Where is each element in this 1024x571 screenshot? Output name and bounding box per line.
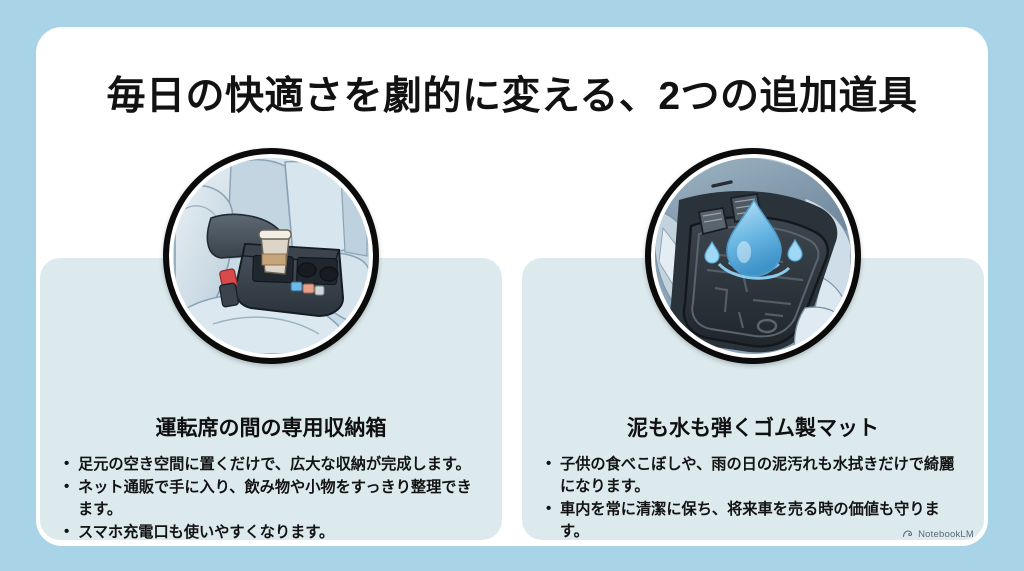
- page-title: 毎日の快適さを劇的に変える、2つの追加道具: [106, 75, 918, 118]
- card-heading: 運転席の間の専用収納箱: [155, 417, 387, 440]
- notebooklm-logo-icon: [903, 530, 913, 538]
- content-panel: 毎日の快適さを劇的に変える、2つの追加道具: [36, 27, 988, 546]
- list-item: 子供の食べこぼしや、雨の日の泥汚れも水拭きだけで綺麗になります。: [544, 453, 968, 498]
- illustration-clip: [655, 158, 851, 354]
- card-console-organizer: 運転席の間の専用収納箱 足元の空き空間に置くだけで、広大な収納が完成します。 ネ…: [40, 148, 502, 543]
- list-item: ネット通販で手に入り、飲み物や小物をすっきり整理できます。: [62, 476, 486, 521]
- console-organizer-svg: [173, 158, 369, 354]
- rubber-floor-mat-illustration: [645, 148, 861, 364]
- watermark-label: NotebookLM: [918, 528, 974, 540]
- list-item: 車内を常に清潔に保ち、将来車を売る時の価値も守ります。: [544, 498, 968, 543]
- card-rubber-floor-mat: 泥も水も弾くゴム製マット 子供の食べこぼしや、雨の日の泥汚れも水拭きだけで綺麗に…: [522, 148, 984, 540]
- notebooklm-watermark: NotebookLM: [902, 528, 974, 540]
- list-item: スマホ充電口も使いやすくなります。: [62, 521, 486, 544]
- illustration-clip: [173, 158, 369, 354]
- floor-mat-svg: [655, 158, 851, 354]
- car-console-organizer-illustration: [163, 148, 379, 364]
- cards-row: 運転席の間の専用収納箱 足元の空き空間に置くだけで、広大な収納が完成します。 ネ…: [40, 148, 984, 543]
- list-item: 足元の空き空間に置くだけで、広大な収納が完成します。: [62, 453, 486, 476]
- card-bullet-list: 子供の食べこぼしや、雨の日の泥汚れも水拭きだけで綺麗になります。 車内を常に清潔…: [522, 453, 984, 544]
- card-heading: 泥も水も弾くゴム製マット: [627, 417, 879, 440]
- card-bullet-list: 足元の空き空間に置くだけで、広大な収納が完成します。 ネット通販で手に入り、飲み…: [40, 453, 502, 545]
